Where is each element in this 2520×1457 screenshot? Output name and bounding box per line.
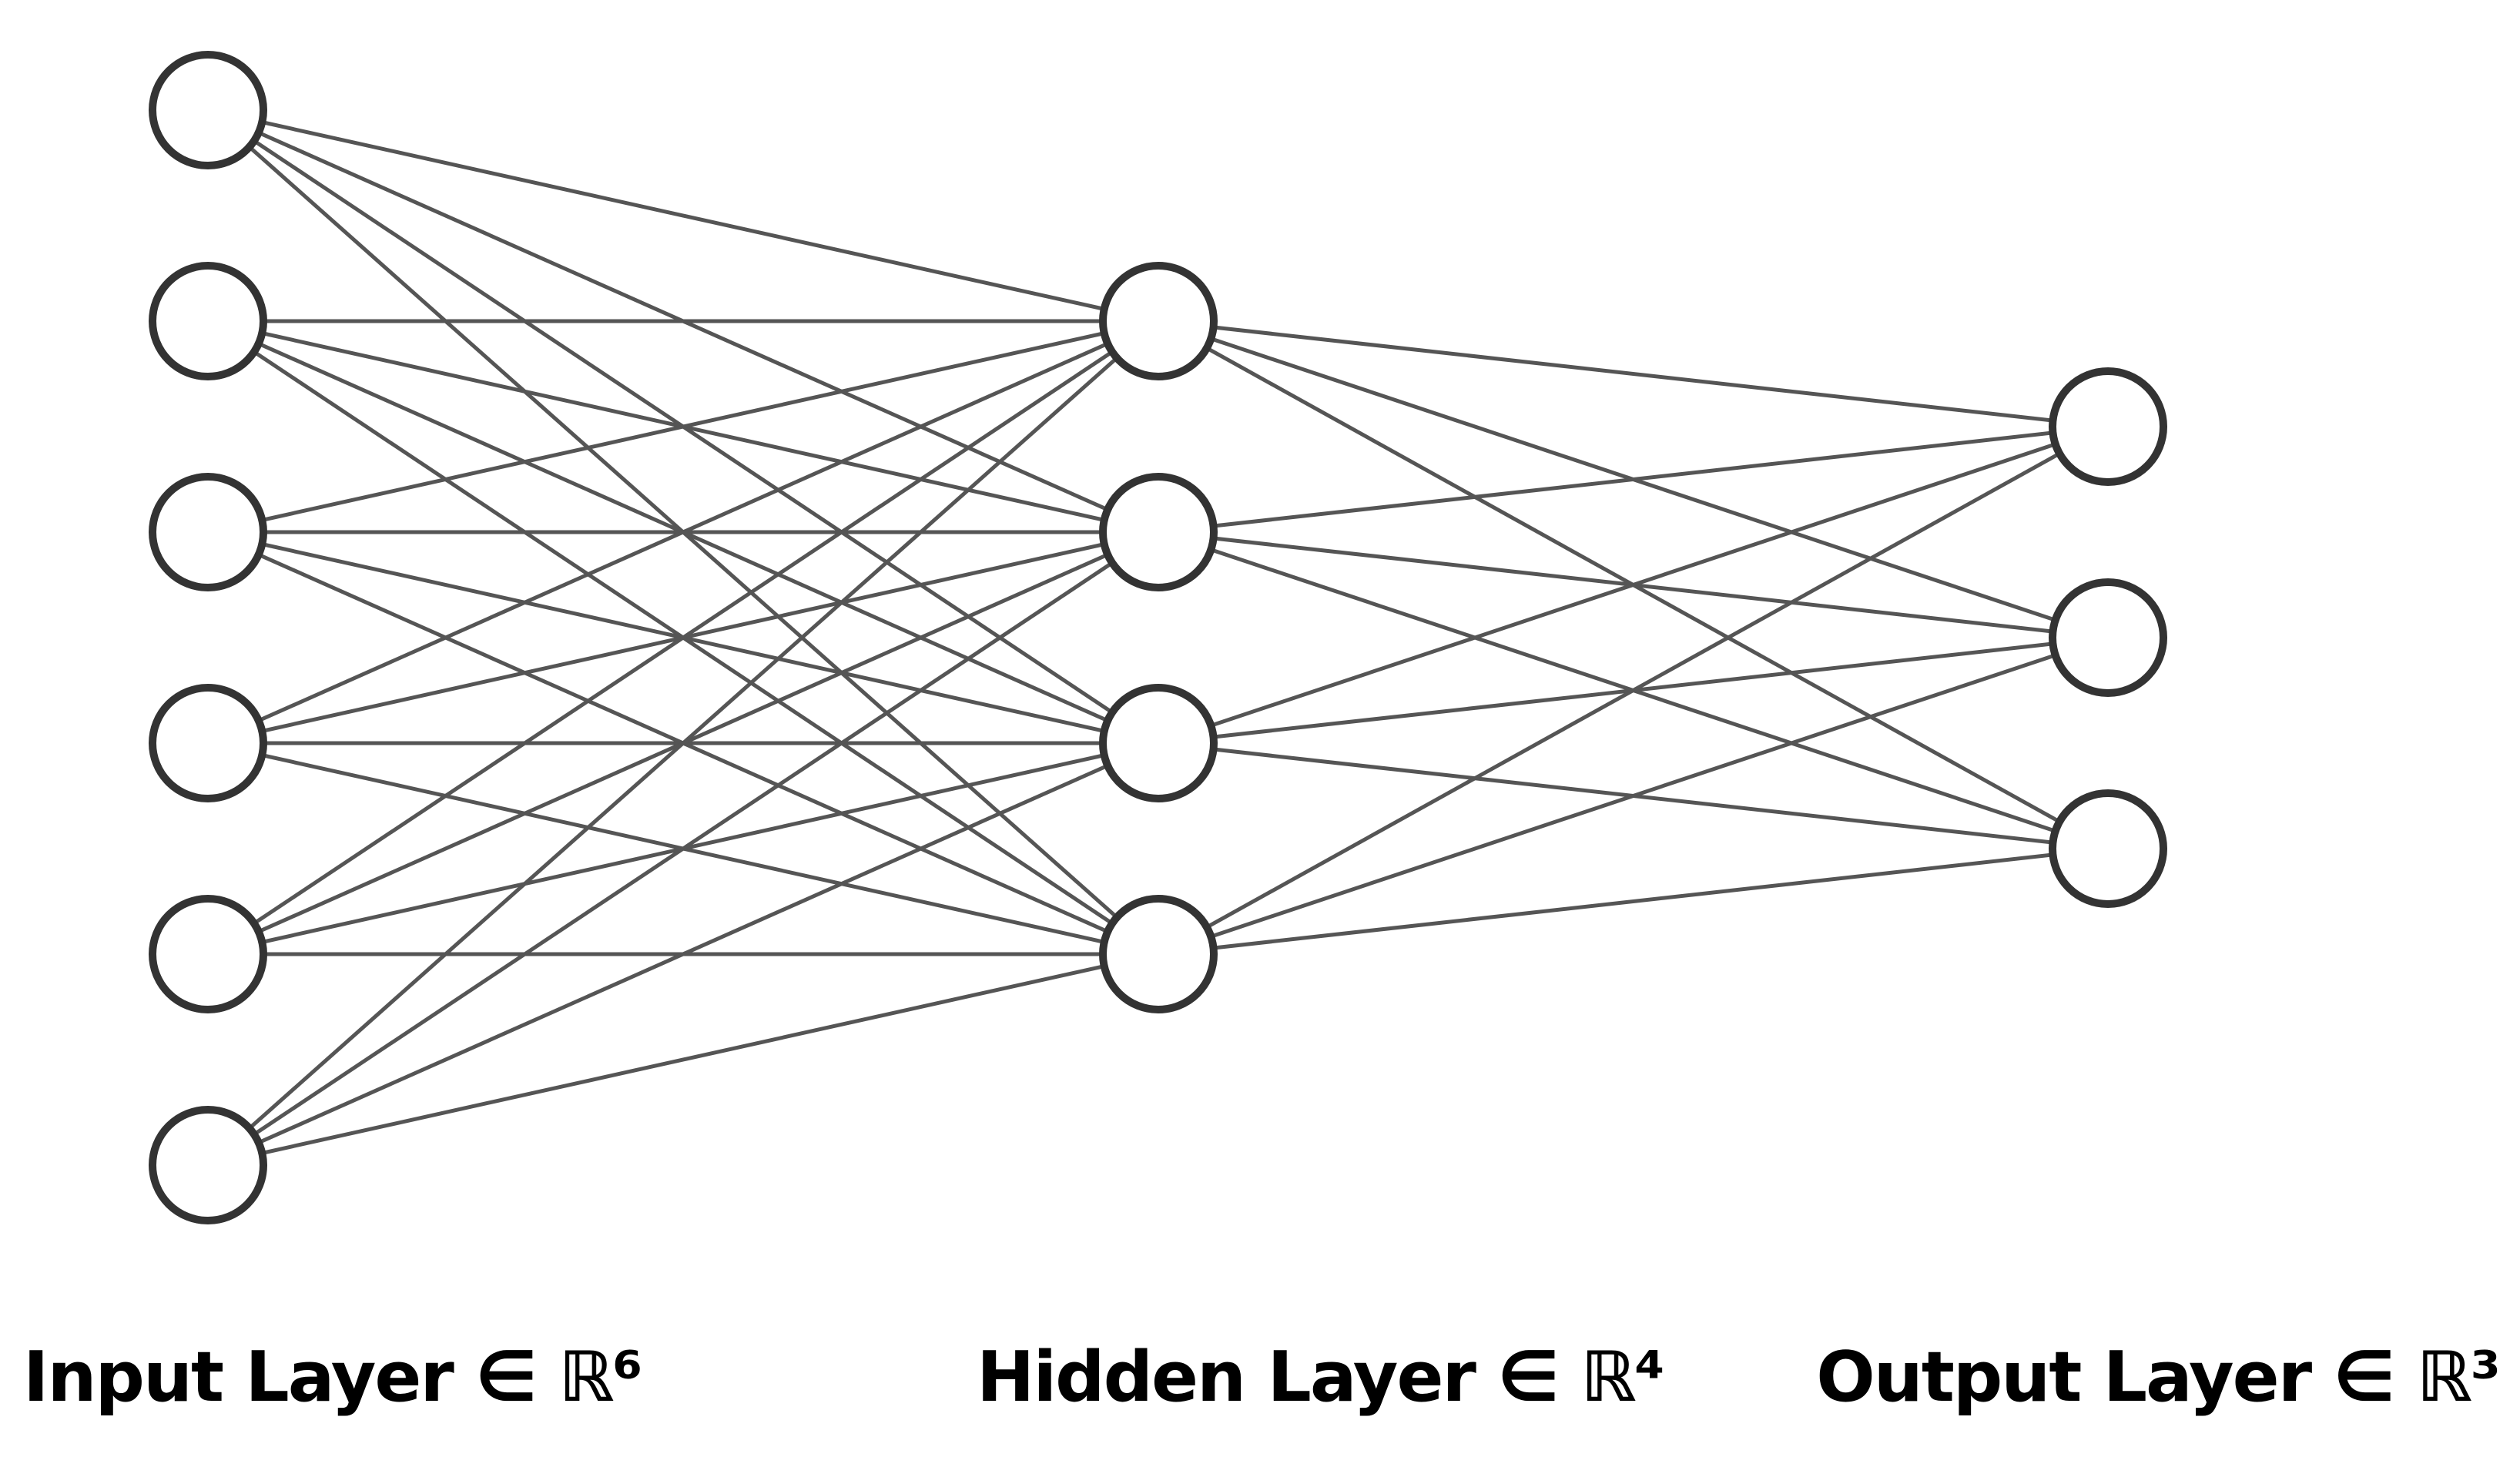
node-input-2 [149,262,267,380]
node-input-6 [149,1106,267,1224]
edge-hidden4-output3 [1158,846,2109,956]
node-input-4 [149,684,267,802]
layer-label-output: Output Layer ∈ ℝ³ [1816,1337,2501,1418]
edge-input6-hidden2 [206,530,1160,1167]
node-hidden-1 [1099,262,1218,380]
edges-group [206,108,2109,1167]
edge-input6-hidden3 [206,741,1160,1167]
layer-label-hidden: Hidden Layer ∈ ℝ⁴ [977,1337,1665,1418]
node-input-1 [149,51,267,169]
edge-input4-hidden1 [206,319,1160,745]
edge-input5-hidden1 [206,319,1160,956]
layer-label-input: Input Layer ∈ ℝ⁶ [23,1337,643,1418]
edge-input1-hidden1 [207,108,1159,323]
node-hidden-4 [1099,895,1218,1013]
node-hidden-3 [1099,684,1218,802]
edge-input6-hidden1 [206,320,1160,1167]
node-hidden-2 [1099,473,1218,591]
node-input-5 [149,895,267,1013]
node-output-2 [2049,578,2167,697]
edge-hidden1-output1 [1158,319,2109,429]
edge-hidden2-output1 [1158,424,2109,534]
edge-input3-hidden1 [207,319,1159,534]
edge-input6-hidden4 [207,952,1159,1167]
edge-hidden4-output1 [1157,424,2109,956]
node-input-3 [149,473,267,591]
node-output-3 [2049,789,2167,908]
node-output-1 [2049,367,2167,486]
edge-hidden4-output2 [1158,635,2109,956]
edge-hidden3-output1 [1158,424,2109,745]
nodes-group [149,51,2167,1224]
